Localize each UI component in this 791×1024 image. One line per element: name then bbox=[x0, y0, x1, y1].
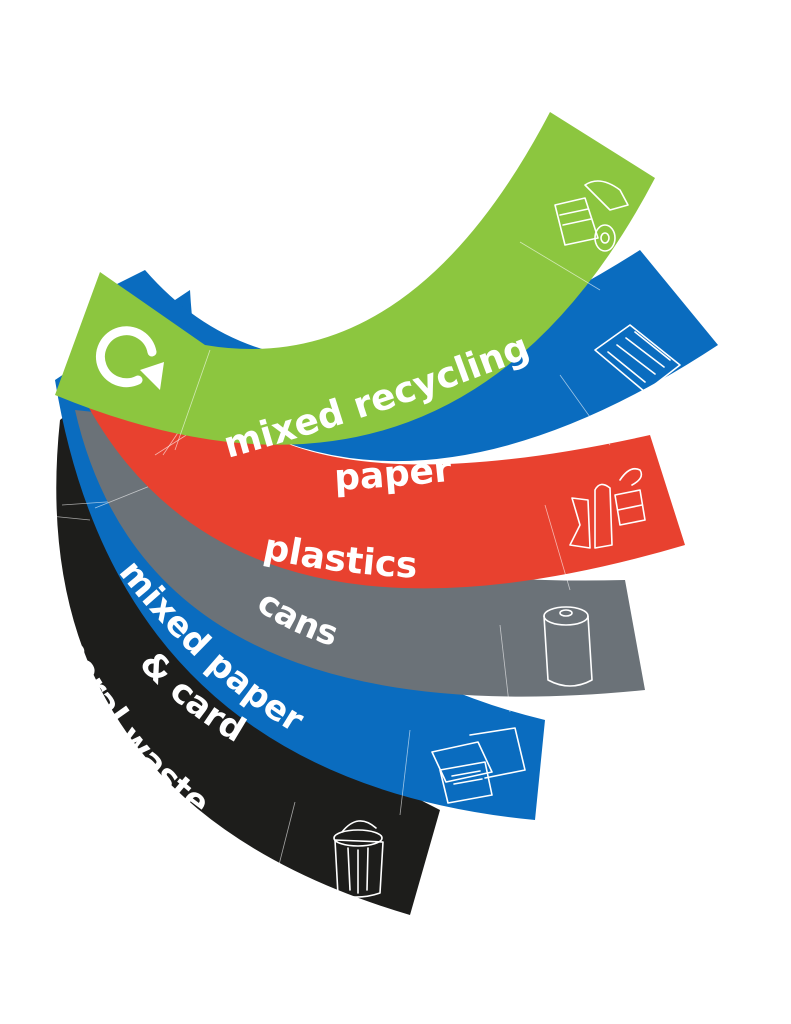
paper-sheet-icon bbox=[594, 324, 681, 393]
bin-icon bbox=[333, 820, 384, 898]
bottles-icon bbox=[569, 467, 646, 549]
mixed-items-icon bbox=[554, 180, 629, 252]
mixed-recycling-band-shape bbox=[55, 112, 655, 445]
recycle-arrow-icon bbox=[95, 326, 164, 390]
papers-icon bbox=[431, 727, 526, 804]
paper-label: paper bbox=[333, 449, 454, 499]
cans-band-shape bbox=[75, 410, 645, 697]
cans-band: cans bbox=[75, 410, 645, 713]
can-icon bbox=[543, 606, 593, 687]
